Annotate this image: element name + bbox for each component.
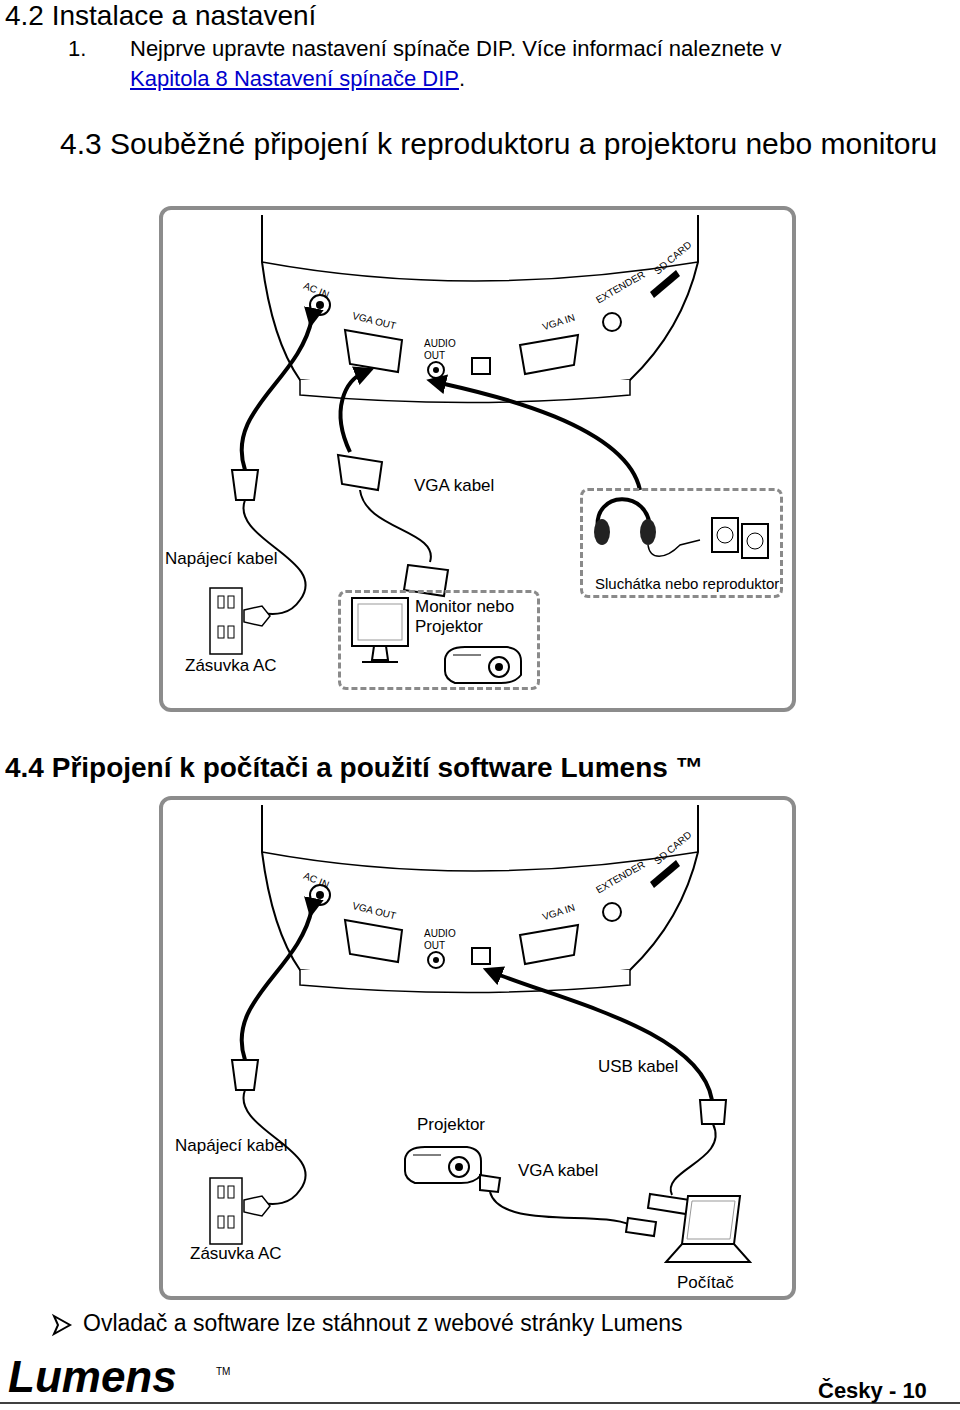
- port-label: AUDIO OUT: [424, 338, 454, 361]
- punctuation: .: [459, 66, 465, 91]
- trademark: TM: [216, 1366, 230, 1378]
- cable-label: Napájecí kabel: [175, 1136, 287, 1156]
- dashed-group-box: Monitor nebo Projektor: [338, 590, 540, 690]
- brand-logo: Lumens: [8, 1352, 177, 1403]
- outlet-label: Zásuvka AC: [190, 1244, 282, 1264]
- cable-label: VGA kabel: [518, 1161, 598, 1181]
- device-label: Monitor nebo Projektor: [415, 597, 535, 636]
- dashed-group-box: Sluchátka nebo reproduktor: [580, 488, 783, 598]
- link-text: Kapitola 8 Nastavení spínače DIP: [130, 66, 459, 91]
- section-heading: 4.2 Instalace a nastavení: [5, 0, 316, 32]
- cable-label: Napájecí kabel: [165, 549, 277, 569]
- list-number: 1.: [68, 36, 86, 61]
- cable-label: VGA kabel: [414, 476, 494, 496]
- page-number: Česky - 10: [818, 1378, 927, 1403]
- section-heading: 4.4 Připojení k počítači a použití softw…: [5, 752, 704, 784]
- device-label: Počítač: [677, 1273, 734, 1293]
- port-label: AUDIO OUT: [424, 928, 454, 951]
- section-heading: 4.3 Souběžné připojení k reproduktoru a …: [60, 127, 940, 162]
- device-label: Sluchátka nebo reproduktor: [595, 575, 781, 592]
- outlet-label: Zásuvka AC: [185, 656, 277, 676]
- note-text: Ovladač a software lze stáhnout z webové…: [83, 1310, 683, 1336]
- cable-label: USB kabel: [598, 1057, 678, 1077]
- instruction-text: Nejprve upravte nastavení spínače DIP. V…: [130, 36, 781, 61]
- device-label: Projektor: [417, 1115, 485, 1135]
